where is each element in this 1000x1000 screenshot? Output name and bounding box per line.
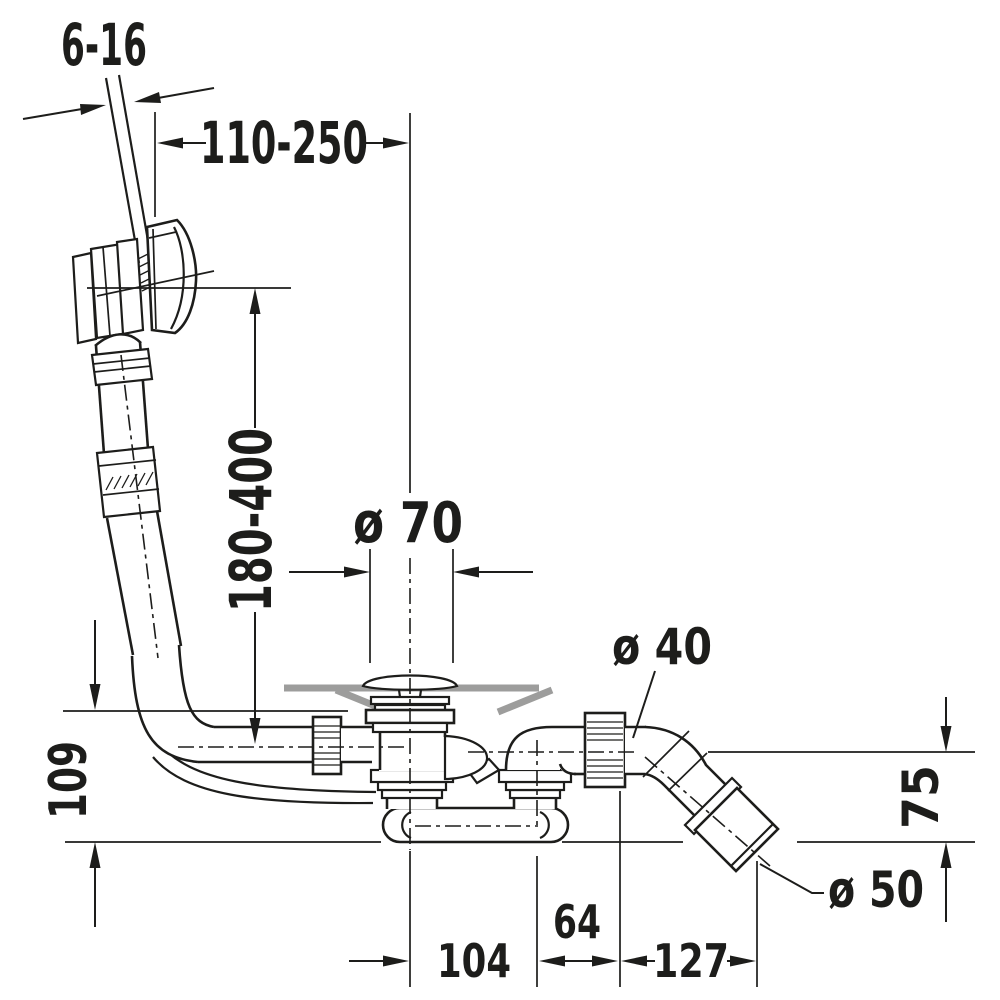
dimension-d70: ø 70	[289, 491, 533, 578]
dimension-110-250: 110-250	[157, 109, 409, 177]
dimension-180-400: 180-400	[217, 288, 285, 744]
dimension-6-16: 6-16	[22, 11, 215, 120]
centerlines	[120, 354, 771, 867]
dimension-109: 109	[39, 620, 101, 927]
dimension-75: 75	[892, 697, 952, 922]
pipe-collar-lower	[95, 445, 162, 519]
dimension-127: 127	[621, 934, 756, 988]
reference-lines	[63, 112, 975, 987]
control-cable	[104, 74, 153, 264]
dimension-d40: ø 40	[612, 618, 712, 739]
socket-collar	[683, 776, 743, 836]
dim-label-panel-range: 6-16	[61, 11, 147, 79]
dim-label-base-width: 104	[437, 934, 511, 988]
trap-bottom	[381, 806, 570, 844]
outlet-riser	[497, 725, 585, 809]
dimension-64: 64	[539, 895, 618, 967]
wall-plate-inner	[115, 237, 145, 336]
dim-label-socket-reach: 127	[653, 934, 729, 988]
dim-label-flange-dia: ø 70	[353, 491, 463, 556]
dim-label-riser-offset: 64	[553, 895, 601, 949]
dim-label-horizontal-range: 110-250	[200, 109, 368, 177]
dim-label-socket-dia: ø 50	[828, 861, 924, 919]
outlet-socket	[683, 776, 780, 873]
overflow-pipe	[90, 333, 377, 805]
dim-label-outlet-dia: ø 40	[612, 618, 712, 676]
dim-label-outlet-height: 75	[892, 765, 950, 829]
dim-label-vertical-range: 180-400	[217, 428, 285, 612]
dimension-104: 104	[349, 934, 511, 988]
rotary-knob	[145, 218, 198, 335]
tee-boss	[443, 734, 489, 781]
outlet-elbow	[625, 725, 729, 822]
union-nut-outlet	[583, 711, 627, 789]
dim-label-trap-depth: 109	[39, 741, 99, 819]
nut-ribs	[314, 725, 340, 766]
linkage-conduit	[152, 756, 374, 805]
overflow-unit	[71, 218, 198, 345]
waste-tee	[369, 731, 501, 809]
dimension-d50: ø 50	[759, 861, 924, 919]
